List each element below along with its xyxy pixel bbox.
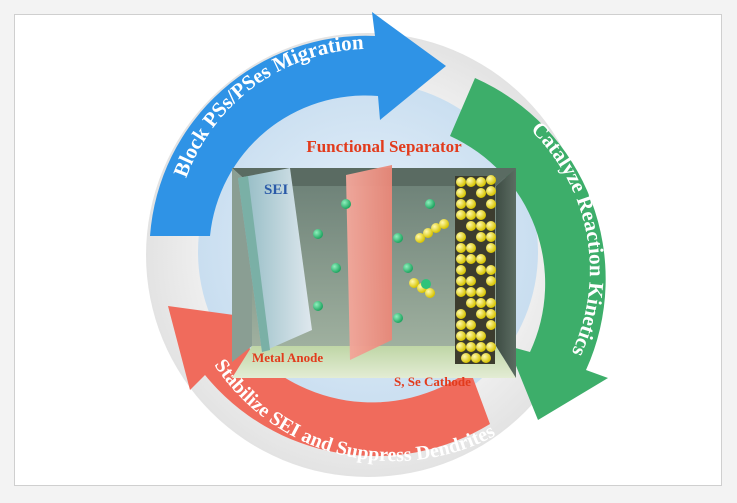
cathode-label: S, Se Cathode	[394, 374, 471, 389]
cathode-block	[455, 175, 496, 364]
blue-arrow	[150, 12, 446, 236]
ions	[313, 199, 435, 323]
functional-separator	[346, 165, 392, 360]
functional-separator-title: Functional Separator	[306, 137, 462, 156]
metal-anode-label: Metal Anode	[252, 350, 323, 365]
sei-label: SEI	[264, 182, 288, 198]
polysulfide-chains	[409, 219, 449, 298]
battery-cell	[232, 165, 516, 378]
green-arrow	[450, 78, 608, 420]
red-arrow	[168, 306, 490, 457]
